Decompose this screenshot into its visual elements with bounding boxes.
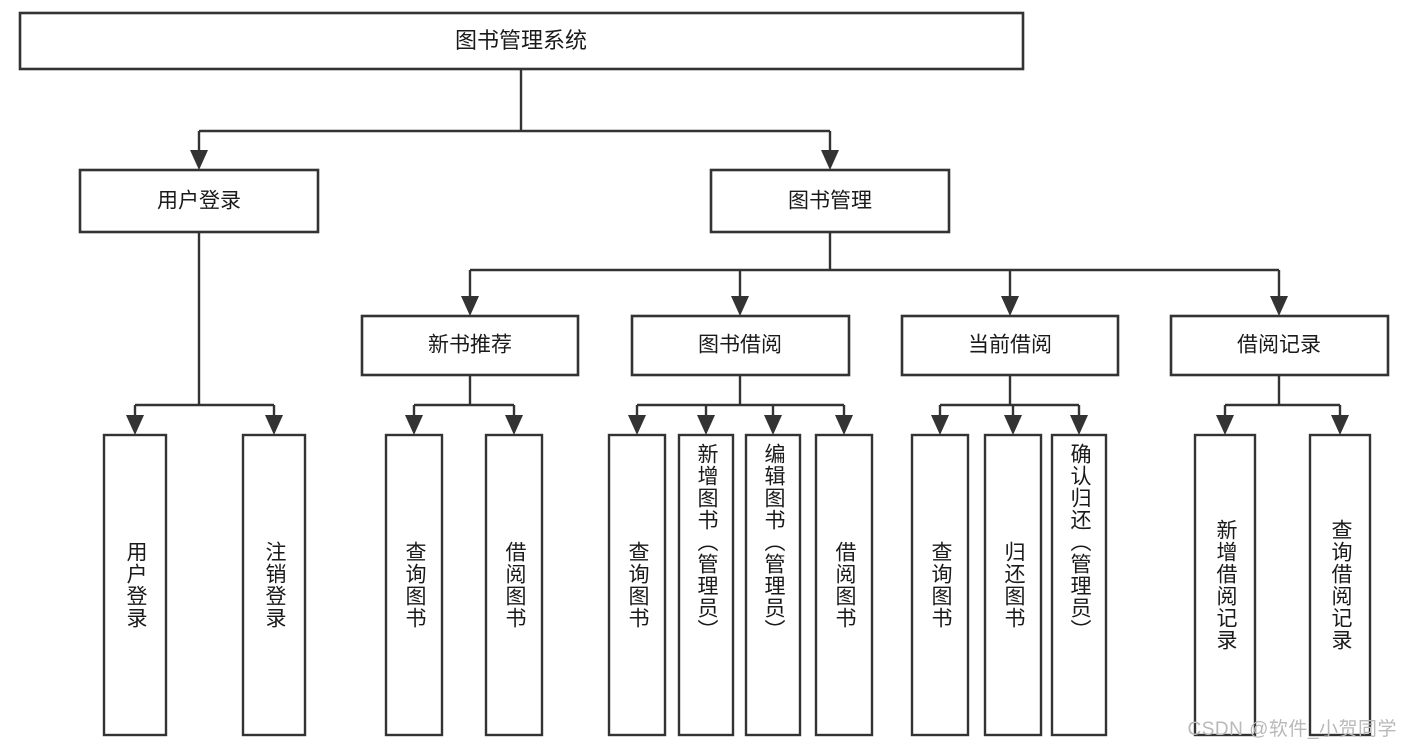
leaf-query-book-1-box[interactable] (384, 433, 444, 737)
current-borrow-box[interactable] (900, 314, 1120, 377)
leaf-query-record-box[interactable] (1308, 433, 1372, 737)
leaf-query-book-2-box[interactable] (607, 433, 667, 737)
arrow-leaf-return-book (1004, 415, 1022, 435)
connectors-root-to-level2 (190, 69, 839, 170)
arrow-leaf-edit-book (764, 415, 782, 435)
leaf-borrow-book-1-box[interactable] (484, 433, 544, 737)
root-label: 图书管理系统 (455, 28, 587, 53)
leaf-add-record-box[interactable] (1193, 433, 1257, 737)
leaf-confirm-return-box[interactable] (1050, 433, 1108, 737)
book-manage-box[interactable] (709, 168, 951, 234)
arrow-leaf-user-login (126, 415, 144, 435)
user-login-label: 用户登录 (157, 190, 241, 213)
book-borrow-box[interactable] (630, 314, 851, 377)
arrow-leaf-query-record (1331, 415, 1349, 435)
arrow-to-current-borrow (1001, 296, 1019, 316)
arrow-to-borrow-record (1270, 296, 1288, 316)
leaf-user-login-box[interactable] (102, 433, 168, 737)
leaf-return-book-box[interactable] (983, 433, 1043, 737)
connectors-book-manage-to-level3 (461, 232, 1288, 316)
borrow-record-box[interactable] (1169, 314, 1390, 377)
connectors-new-book-recommend-to-leaves (405, 375, 523, 435)
new-book-recommend-box[interactable] (360, 314, 580, 377)
connectors-borrow-record-to-leaves (1216, 375, 1349, 435)
node-book-borrow[interactable]: 图书借阅 (630, 314, 851, 377)
leaf-boxes (102, 433, 1372, 737)
node-user-login[interactable]: 用户登录 (78, 168, 320, 234)
arrow-leaf-logout (265, 415, 283, 435)
arrow-leaf-borrow-book-1 (505, 415, 523, 435)
arrow-to-user-login (190, 150, 208, 170)
arrow-leaf-add-record (1216, 415, 1234, 435)
borrow-record-label: 借阅记录 (1237, 334, 1321, 357)
arrow-leaf-borrow-book-2 (835, 415, 853, 435)
node-root[interactable]: 图书管理系统 (18, 11, 1025, 71)
leaf-add-book-box[interactable] (677, 433, 735, 737)
node-book-manage[interactable]: 图书管理 (709, 168, 951, 234)
node-borrow-record[interactable]: 借阅记录 (1169, 314, 1390, 377)
user-login-box[interactable] (78, 168, 320, 234)
new-book-recommend-label: 新书推荐 (428, 334, 512, 357)
leaf-edit-book-box[interactable] (744, 433, 802, 737)
arrow-to-book-borrow (731, 296, 749, 316)
node-new-book-recommend[interactable]: 新书推荐 (360, 314, 580, 377)
current-borrow-label: 当前借阅 (968, 334, 1052, 357)
node-current-borrow[interactable]: 当前借阅 (900, 314, 1120, 377)
leaf-query-book-3-box[interactable] (910, 433, 970, 737)
arrow-leaf-query-book-1 (405, 415, 423, 435)
connectors-current-borrow-to-leaves (931, 375, 1088, 435)
leaf-borrow-book-2-box[interactable] (814, 433, 874, 737)
book-borrow-label: 图书借阅 (698, 334, 782, 357)
connectors-book-borrow-to-leaves (628, 375, 853, 435)
arrow-leaf-confirm-return (1070, 415, 1088, 435)
leaf-logout-box[interactable] (241, 433, 307, 737)
arrow-leaf-add-book (697, 415, 715, 435)
connectors-user-login-to-leaves (126, 232, 283, 435)
arrow-to-book-manage (821, 150, 839, 170)
root-box[interactable] (18, 11, 1025, 71)
arrow-leaf-query-book-3 (931, 415, 949, 435)
arrow-leaf-query-book-2 (628, 415, 646, 435)
arrow-to-new-book-recommend (461, 296, 479, 316)
book-manage-label: 图书管理 (788, 190, 872, 213)
